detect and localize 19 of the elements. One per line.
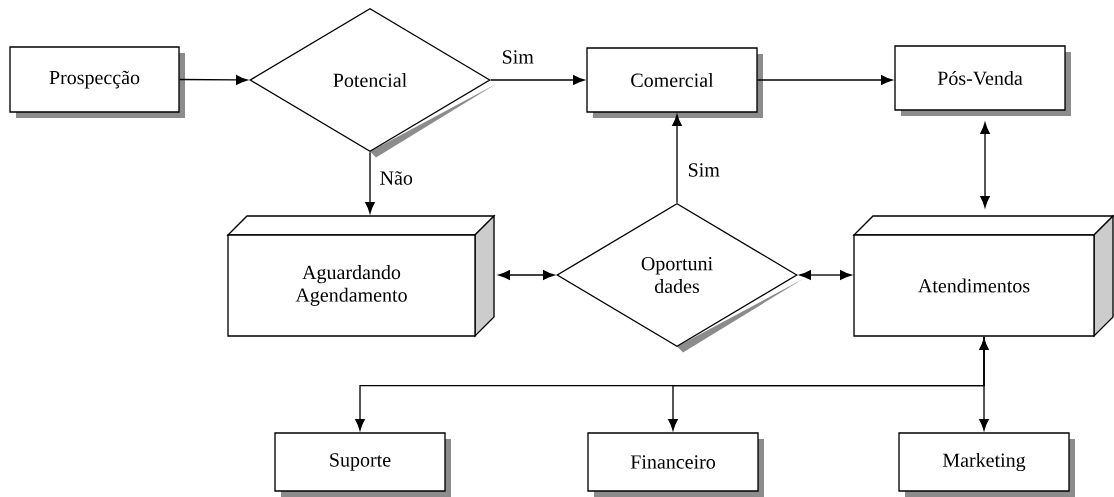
arrow	[498, 270, 555, 280]
process-box: Pós-Venda	[894, 45, 1071, 116]
process-box: Marketing	[898, 432, 1075, 497]
arrow	[980, 122, 990, 208]
edge-label: Sim	[500, 48, 536, 66]
edge-label: Sim	[686, 161, 722, 179]
arrow	[365, 151, 375, 214]
edge-label: Não	[378, 169, 415, 187]
arrow	[668, 336, 985, 431]
arrow	[672, 114, 682, 204]
arrow	[979, 338, 989, 431]
arrow	[490, 75, 585, 85]
process-box: Financeiro	[587, 432, 764, 497]
arrow	[799, 270, 852, 280]
arrow	[757, 75, 893, 85]
arrow	[179, 75, 248, 85]
process-box: Suporte	[274, 432, 451, 497]
process-box: Prospecção	[9, 46, 185, 118]
process-box: Comercial	[586, 47, 763, 118]
